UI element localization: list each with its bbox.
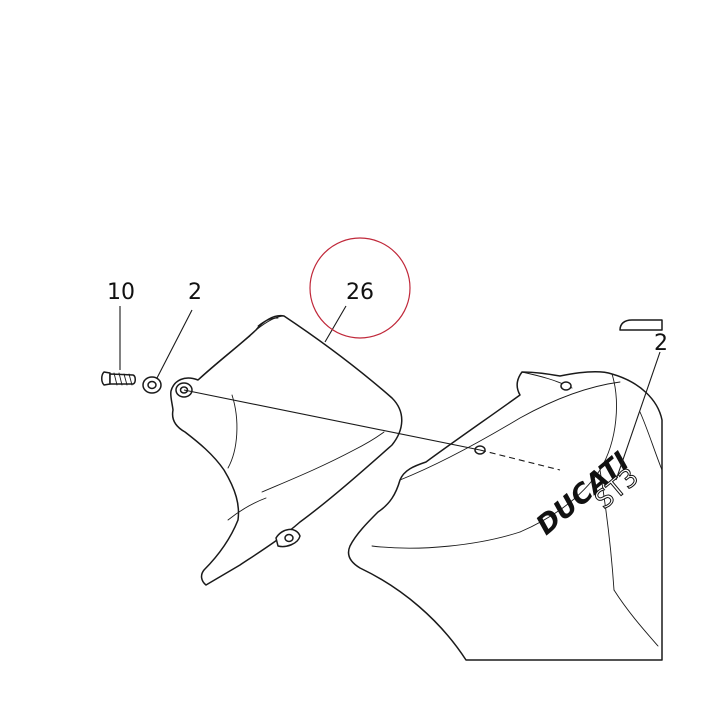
- washer-part: [142, 376, 162, 394]
- fairing-part: [347, 319, 663, 661]
- leader-lines: [119, 305, 661, 481]
- callout-cropped: 2: [654, 331, 668, 356]
- callout-screw: 10: [107, 280, 135, 305]
- screw-part: [101, 371, 136, 386]
- callout-washer: 2: [188, 280, 202, 305]
- callout-cover: 26: [346, 280, 374, 305]
- highlight-ring: [309, 237, 411, 339]
- assembly-line: [183, 389, 561, 471]
